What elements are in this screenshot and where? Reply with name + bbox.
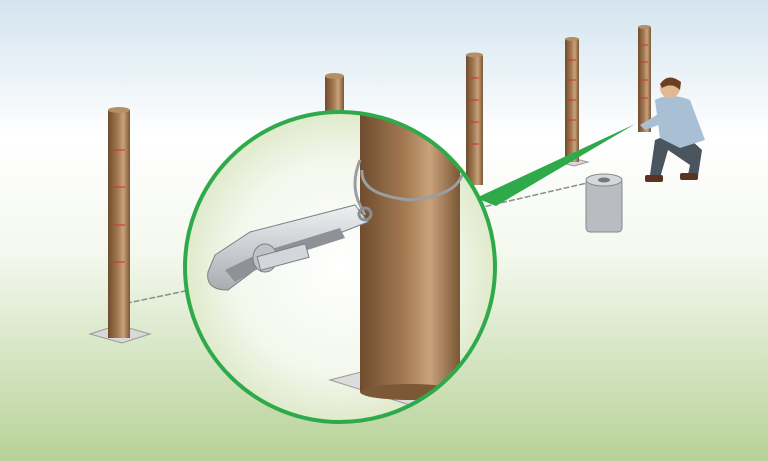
fence-post [466, 52, 483, 185]
fence-post [88, 107, 152, 344]
fence-post [638, 25, 651, 132]
worker [640, 77, 705, 182]
wire-roll [585, 173, 623, 233]
fence-post-magnified [360, 112, 460, 392]
wire-tensioner [207, 204, 373, 291]
magnified-callout [183, 110, 497, 424]
callout-circle-border [183, 110, 497, 424]
fence-post [325, 73, 344, 116]
callout-pointer [476, 124, 635, 206]
wire-loop [360, 169, 464, 202]
